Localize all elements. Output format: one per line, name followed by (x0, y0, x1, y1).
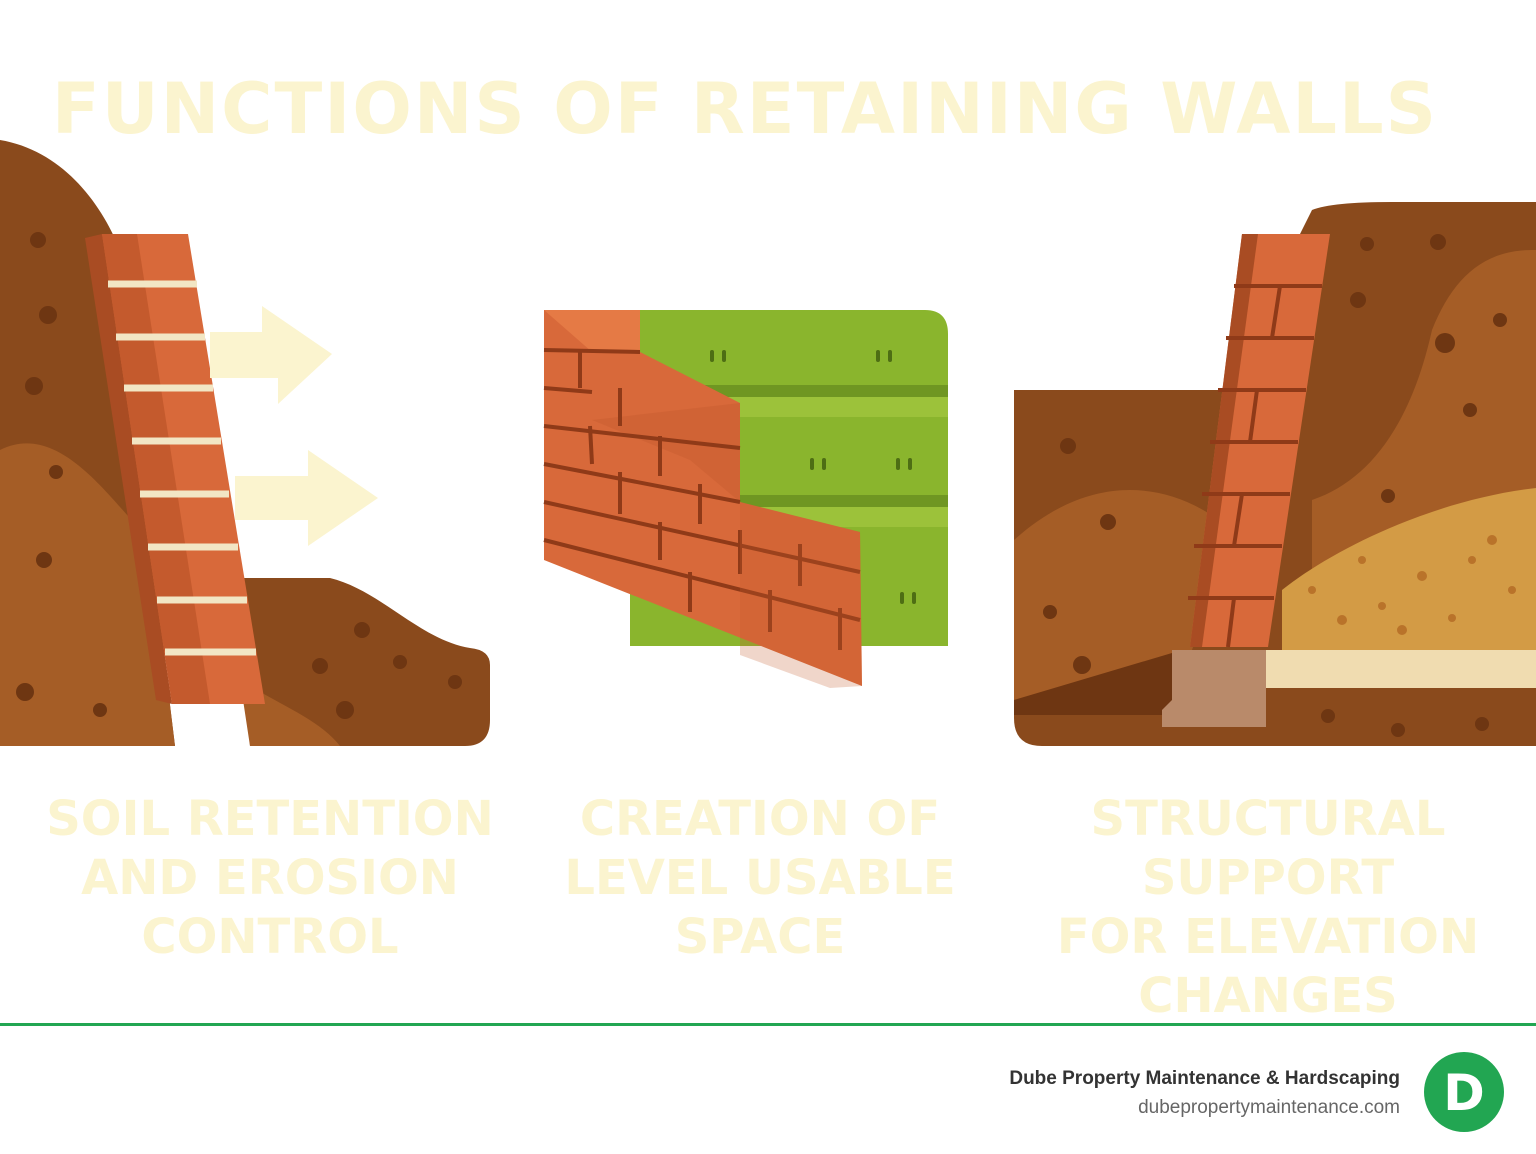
soil-retention-illustration (0, 120, 495, 760)
logo-letter: D (1443, 1064, 1485, 1122)
caption-soil-retention: SOIL RETENTION AND EROSION CONTROL (46, 791, 494, 965)
caption-structural-support: STRUCTURAL SUPPORT FOR ELEVATION CHANGES (1056, 791, 1480, 1024)
company-website-link[interactable]: dubepropertymaintenance.com (1138, 1097, 1400, 1118)
company-name: Dube Property Maintenance & Hardscaping (1009, 1068, 1400, 1089)
footer-brand: Dube Property Maintenance & Hardscaping … (1009, 1068, 1400, 1119)
page-title: FUNCTIONS OF RETAINING WALLS (51, 68, 1439, 150)
caption-level-space: CREATION OF LEVEL USABLE SPACE (564, 791, 956, 965)
footer-divider (0, 1023, 1536, 1026)
company-logo-icon: D (1424, 1052, 1504, 1132)
structural-support-illustration (1012, 120, 1536, 760)
level-space-illustration (540, 120, 950, 760)
